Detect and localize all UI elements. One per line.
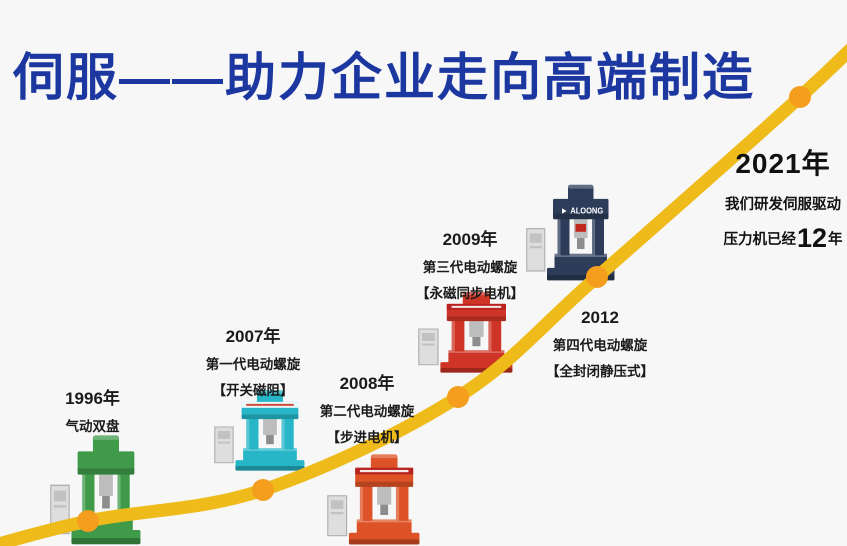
machine-banner: [241, 401, 299, 408]
timeline-dot-2008: [447, 386, 469, 408]
milestone-year: 2012: [581, 308, 619, 327]
machine-banner: [446, 303, 506, 310]
timeline-dot-2007: [252, 479, 274, 501]
milestone-line: 【步进电机】: [326, 430, 408, 445]
milestone-year: 1996年: [65, 389, 120, 408]
timeline-dot-2021: [789, 86, 811, 108]
milestone-year: 2009年: [442, 230, 498, 249]
endpoint-line1: 我们研发伺服驱动: [725, 197, 841, 213]
page-title: 伺服——助力企业走向高端制造: [13, 49, 756, 106]
machine-1996-pneumatic-press: [50, 434, 142, 545]
endpoint-line2: 压力机已经12年: [698, 225, 847, 252]
machine-2008-gen2-press: [327, 453, 421, 546]
milestone-2009: 2009年 第三代电动螺旋 【永磁同步电机】: [390, 225, 550, 302]
endpoint-years-count: 12: [796, 223, 828, 253]
endpoint-line2-suffix: 年: [828, 232, 843, 248]
endpoint-year: 2021年: [735, 148, 831, 179]
endpoint-line2-prefix: 压力机已经: [723, 232, 796, 248]
milestone-year: 2007年: [225, 327, 281, 346]
milestone-2008: 2008年 第二代电动螺旋 【步进电机】: [297, 369, 437, 446]
milestone-line: 第三代电动螺旋: [422, 260, 518, 275]
machine-banner: [355, 467, 414, 475]
milestone-line: 【全封闭静压式】: [546, 364, 654, 379]
milestone-line: 气动双盘: [65, 419, 120, 434]
milestone-line: 【永磁同步电机】: [416, 286, 524, 301]
milestone-line: 第四代电动螺旋: [552, 338, 648, 353]
milestone-2021: 2021年 我们研发伺服驱动 压力机已经12年: [698, 142, 847, 252]
machine-brand-label: ALOONG: [570, 207, 603, 216]
milestone-year: 2008年: [339, 374, 395, 393]
milestone-1996: 1996年 气动双盘: [35, 384, 150, 435]
press-shape: [50, 434, 142, 545]
milestone-line: 第二代电动螺旋: [319, 404, 415, 419]
milestone-2012: 2012 第四代电动螺旋 【全封闭静压式】: [527, 308, 673, 380]
